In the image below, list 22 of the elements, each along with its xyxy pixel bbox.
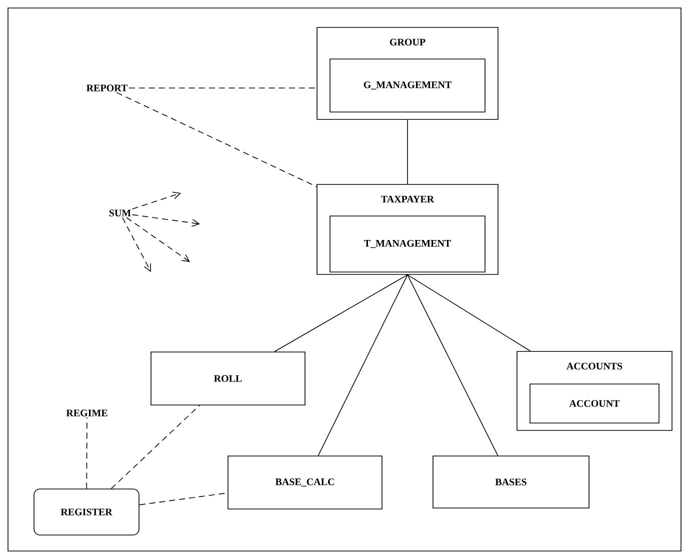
arrow — [126, 217, 190, 262]
connector-line — [407, 274, 498, 456]
arrow — [122, 217, 151, 272]
entity-box: G_MANAGEMENT — [330, 58, 486, 112]
label-text: REGIME — [66, 410, 108, 416]
label-text: SUM — [109, 210, 131, 216]
dashed-line — [110, 405, 200, 489]
connector-line — [274, 274, 408, 352]
dashed-line — [116, 92, 317, 188]
dashed-line — [86, 417, 88, 489]
connector-line — [407, 274, 531, 352]
arrow — [132, 192, 181, 210]
entity-box: BASES — [432, 456, 590, 508]
entity-box: T_MANAGEMENT — [330, 216, 486, 272]
entity-box: BASE_CALC — [228, 456, 382, 510]
label-text: REPORT — [86, 84, 128, 92]
entity-box: ROLL — [150, 352, 306, 406]
connector-line — [318, 274, 408, 456]
arrow — [132, 214, 200, 227]
connector-line — [407, 119, 408, 184]
entity-box: ACCOUNT — [530, 384, 660, 424]
rounded-box: REGISTER — [34, 488, 140, 536]
